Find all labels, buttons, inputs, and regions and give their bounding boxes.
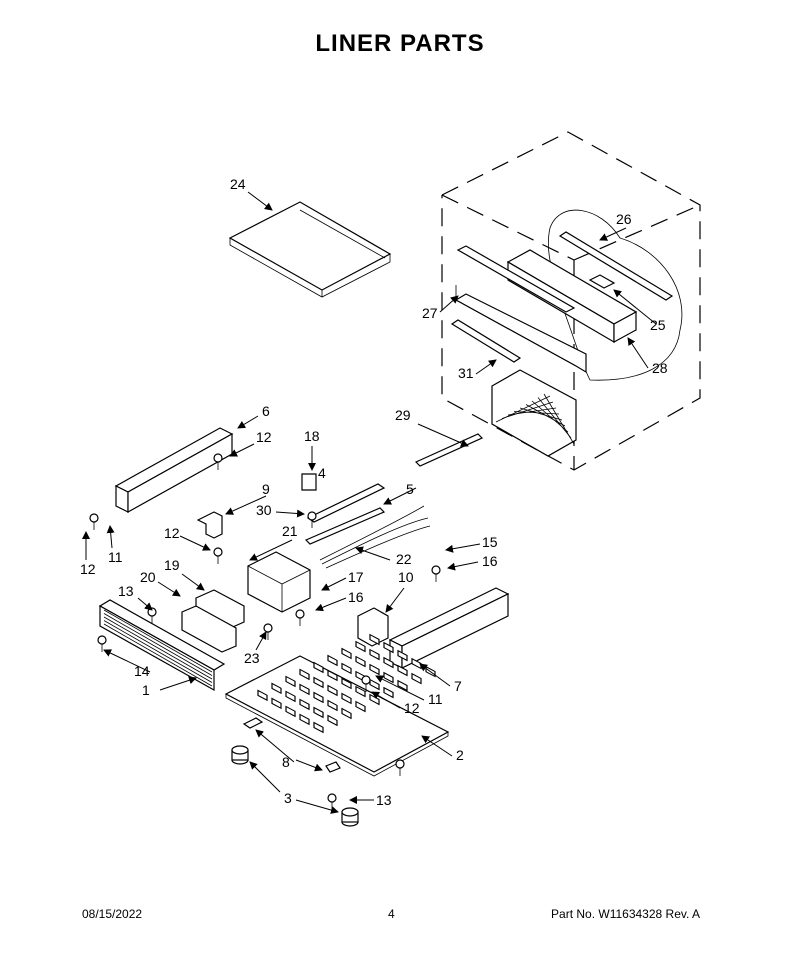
- callout-21: 21: [282, 523, 298, 539]
- part-3-leveling-foot-right: [341, 807, 359, 827]
- part-22-strip: [304, 507, 386, 545]
- footer-page-number: 4: [388, 907, 395, 921]
- callout-1: 1: [142, 682, 150, 698]
- callout-24: 24: [230, 176, 246, 192]
- callout-3: 3: [284, 790, 292, 806]
- callout-18: 18: [304, 428, 320, 444]
- callout-31: 31: [458, 365, 474, 381]
- callout-16-right: 16: [482, 553, 498, 569]
- part-8-clip-right: [325, 761, 341, 773]
- callout-12-mid: 12: [164, 525, 180, 541]
- callout-26: 26: [616, 211, 632, 227]
- part-3-leveling-foot-left: [231, 745, 249, 765]
- part-1-front-grille: [98, 599, 226, 692]
- part-25-block: [588, 274, 616, 289]
- callout-14: 14: [134, 663, 150, 679]
- callout-23: 23: [244, 650, 260, 666]
- part-22-harness: [319, 505, 431, 569]
- callout-19: 19: [164, 557, 180, 573]
- callout-13-left: 13: [118, 583, 134, 599]
- footer-part-number: Part No. W11634328 Rev. A: [551, 907, 700, 921]
- callout-11-left: 11: [108, 549, 123, 565]
- page-title: LINER PARTS: [315, 30, 485, 57]
- callout-8: 8: [282, 754, 290, 770]
- part-20-panel: [181, 605, 237, 653]
- callout-7: 7: [454, 678, 462, 694]
- callout-13-bottom: 13: [376, 792, 392, 808]
- part-17-bracket: [247, 551, 311, 613]
- callout-leaders: [82, 191, 657, 814]
- callout-25: 25: [650, 317, 666, 333]
- part-26-rail: [558, 231, 674, 301]
- part-9-bracket: [196, 511, 223, 539]
- callout-9: 9: [262, 481, 270, 497]
- callout-28: 28: [652, 360, 668, 376]
- callout-12-right: 12: [404, 700, 420, 716]
- part-24-top-panel: [228, 201, 392, 298]
- part-27-channel: [454, 245, 587, 374]
- callout-29: 29: [395, 407, 411, 423]
- callout-4: 4: [318, 465, 326, 481]
- part-18-clip: [301, 473, 317, 491]
- part-6-side-rail: [114, 427, 234, 514]
- part-31-strip: [450, 319, 522, 363]
- part-10-bracket: [357, 607, 389, 647]
- callout-10: 10: [398, 569, 414, 585]
- callout-20: 20: [140, 569, 156, 585]
- callout-11-right: 11: [428, 691, 443, 707]
- callout-17: 17: [348, 569, 364, 585]
- callout-16-mid: 16: [348, 589, 364, 605]
- callout-30: 30: [256, 502, 272, 518]
- callout-15: 15: [482, 534, 498, 550]
- part-29-strip: [414, 433, 484, 467]
- callout-22: 22: [396, 551, 412, 567]
- part-8-clip-left: [242, 717, 264, 729]
- screw-fasteners: [89, 453, 441, 810]
- callout-2: 2: [456, 747, 464, 763]
- callout-27: 27: [422, 305, 438, 321]
- callout-12-top: 12: [256, 429, 272, 445]
- callout-labels: 24 26 25 27 28 31 29 6 12 18 4 9 5 30 21…: [80, 176, 668, 808]
- cabinet-grille: [491, 369, 577, 457]
- callout-12-left: 12: [80, 561, 96, 577]
- part-7-side-rail: [388, 587, 510, 669]
- callout-5: 5: [406, 481, 414, 497]
- callout-6: 6: [262, 403, 270, 419]
- footer-date: 08/15/2022: [82, 907, 143, 921]
